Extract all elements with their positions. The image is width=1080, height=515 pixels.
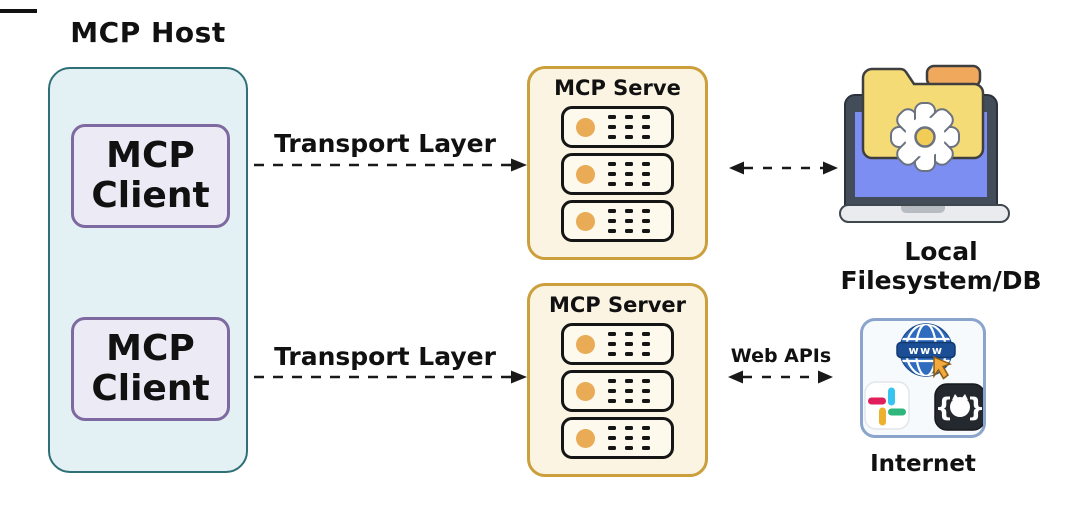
client-2-label-line1: MCP xyxy=(106,327,195,369)
laptop-folder-gear-icon xyxy=(839,64,1010,223)
mcp-server-box-top: MCP Serve xyxy=(527,66,708,260)
octocat-glyph xyxy=(950,394,970,417)
mcp-client-box-2: MCP Client xyxy=(71,317,230,421)
internet-label: Internet xyxy=(870,451,976,477)
internet-icons: www { } xyxy=(864,323,983,431)
web-apis-label: Web APIs xyxy=(730,345,832,367)
laptop-base xyxy=(839,204,1010,223)
web-apis-arrow-icon xyxy=(728,370,833,384)
stray-line-artifact xyxy=(0,9,37,13)
server-led-icon xyxy=(576,164,595,184)
slack-icon xyxy=(864,381,910,430)
server-rack-icon xyxy=(561,200,674,242)
server-vents-icon xyxy=(608,379,650,403)
server-led-icon xyxy=(576,117,595,137)
transport-arrow-bottom-icon xyxy=(254,370,527,384)
transport-arrow-top-icon xyxy=(254,158,527,172)
mcp-client-box-1: MCP Client xyxy=(71,124,230,228)
internet-box: www { } xyxy=(860,318,986,438)
server-rack-icon xyxy=(561,323,674,365)
host-title: MCP Host xyxy=(70,16,226,49)
server-title-bottom: MCP Server xyxy=(548,293,687,317)
server-filesystem-arrow-icon xyxy=(729,161,838,175)
server-rack-icon xyxy=(561,370,674,412)
server-vents-icon xyxy=(608,162,650,186)
server-rack-icon xyxy=(561,106,674,148)
server-led-icon xyxy=(576,334,595,354)
transport-layer-label-bottom: Transport Layer xyxy=(274,342,496,371)
client-1-label-line1: MCP xyxy=(106,134,195,176)
transport-layer-label-top: Transport Layer xyxy=(274,129,496,158)
server-vents-icon xyxy=(608,209,650,233)
server-vents-icon xyxy=(608,426,650,450)
gear-icon xyxy=(890,102,960,172)
mcp-server-box-bottom: MCP Server xyxy=(527,283,708,477)
client-2-label-line2: Client xyxy=(91,368,210,409)
client-1-label-line2: Client xyxy=(91,175,210,216)
cursor-icon xyxy=(933,355,953,380)
server-vents-icon xyxy=(608,332,650,356)
server-rack-icon xyxy=(561,153,674,195)
server-led-icon xyxy=(576,428,595,448)
svg-text:{: { xyxy=(935,393,954,423)
server-rack-icon xyxy=(561,417,674,459)
server-title-top: MCP Serve xyxy=(554,76,681,100)
filesystem-label: Local Filesystem/DB xyxy=(840,237,1042,295)
svg-text:}: } xyxy=(967,393,983,423)
server-led-icon xyxy=(576,381,595,401)
laptop-base-notch xyxy=(901,206,945,213)
globe-www-icon: www xyxy=(896,323,956,380)
server-vents-icon xyxy=(608,115,650,139)
github-icon: { } xyxy=(934,383,983,431)
globe-banner-text: www xyxy=(909,344,944,357)
server-led-icon xyxy=(576,211,595,231)
